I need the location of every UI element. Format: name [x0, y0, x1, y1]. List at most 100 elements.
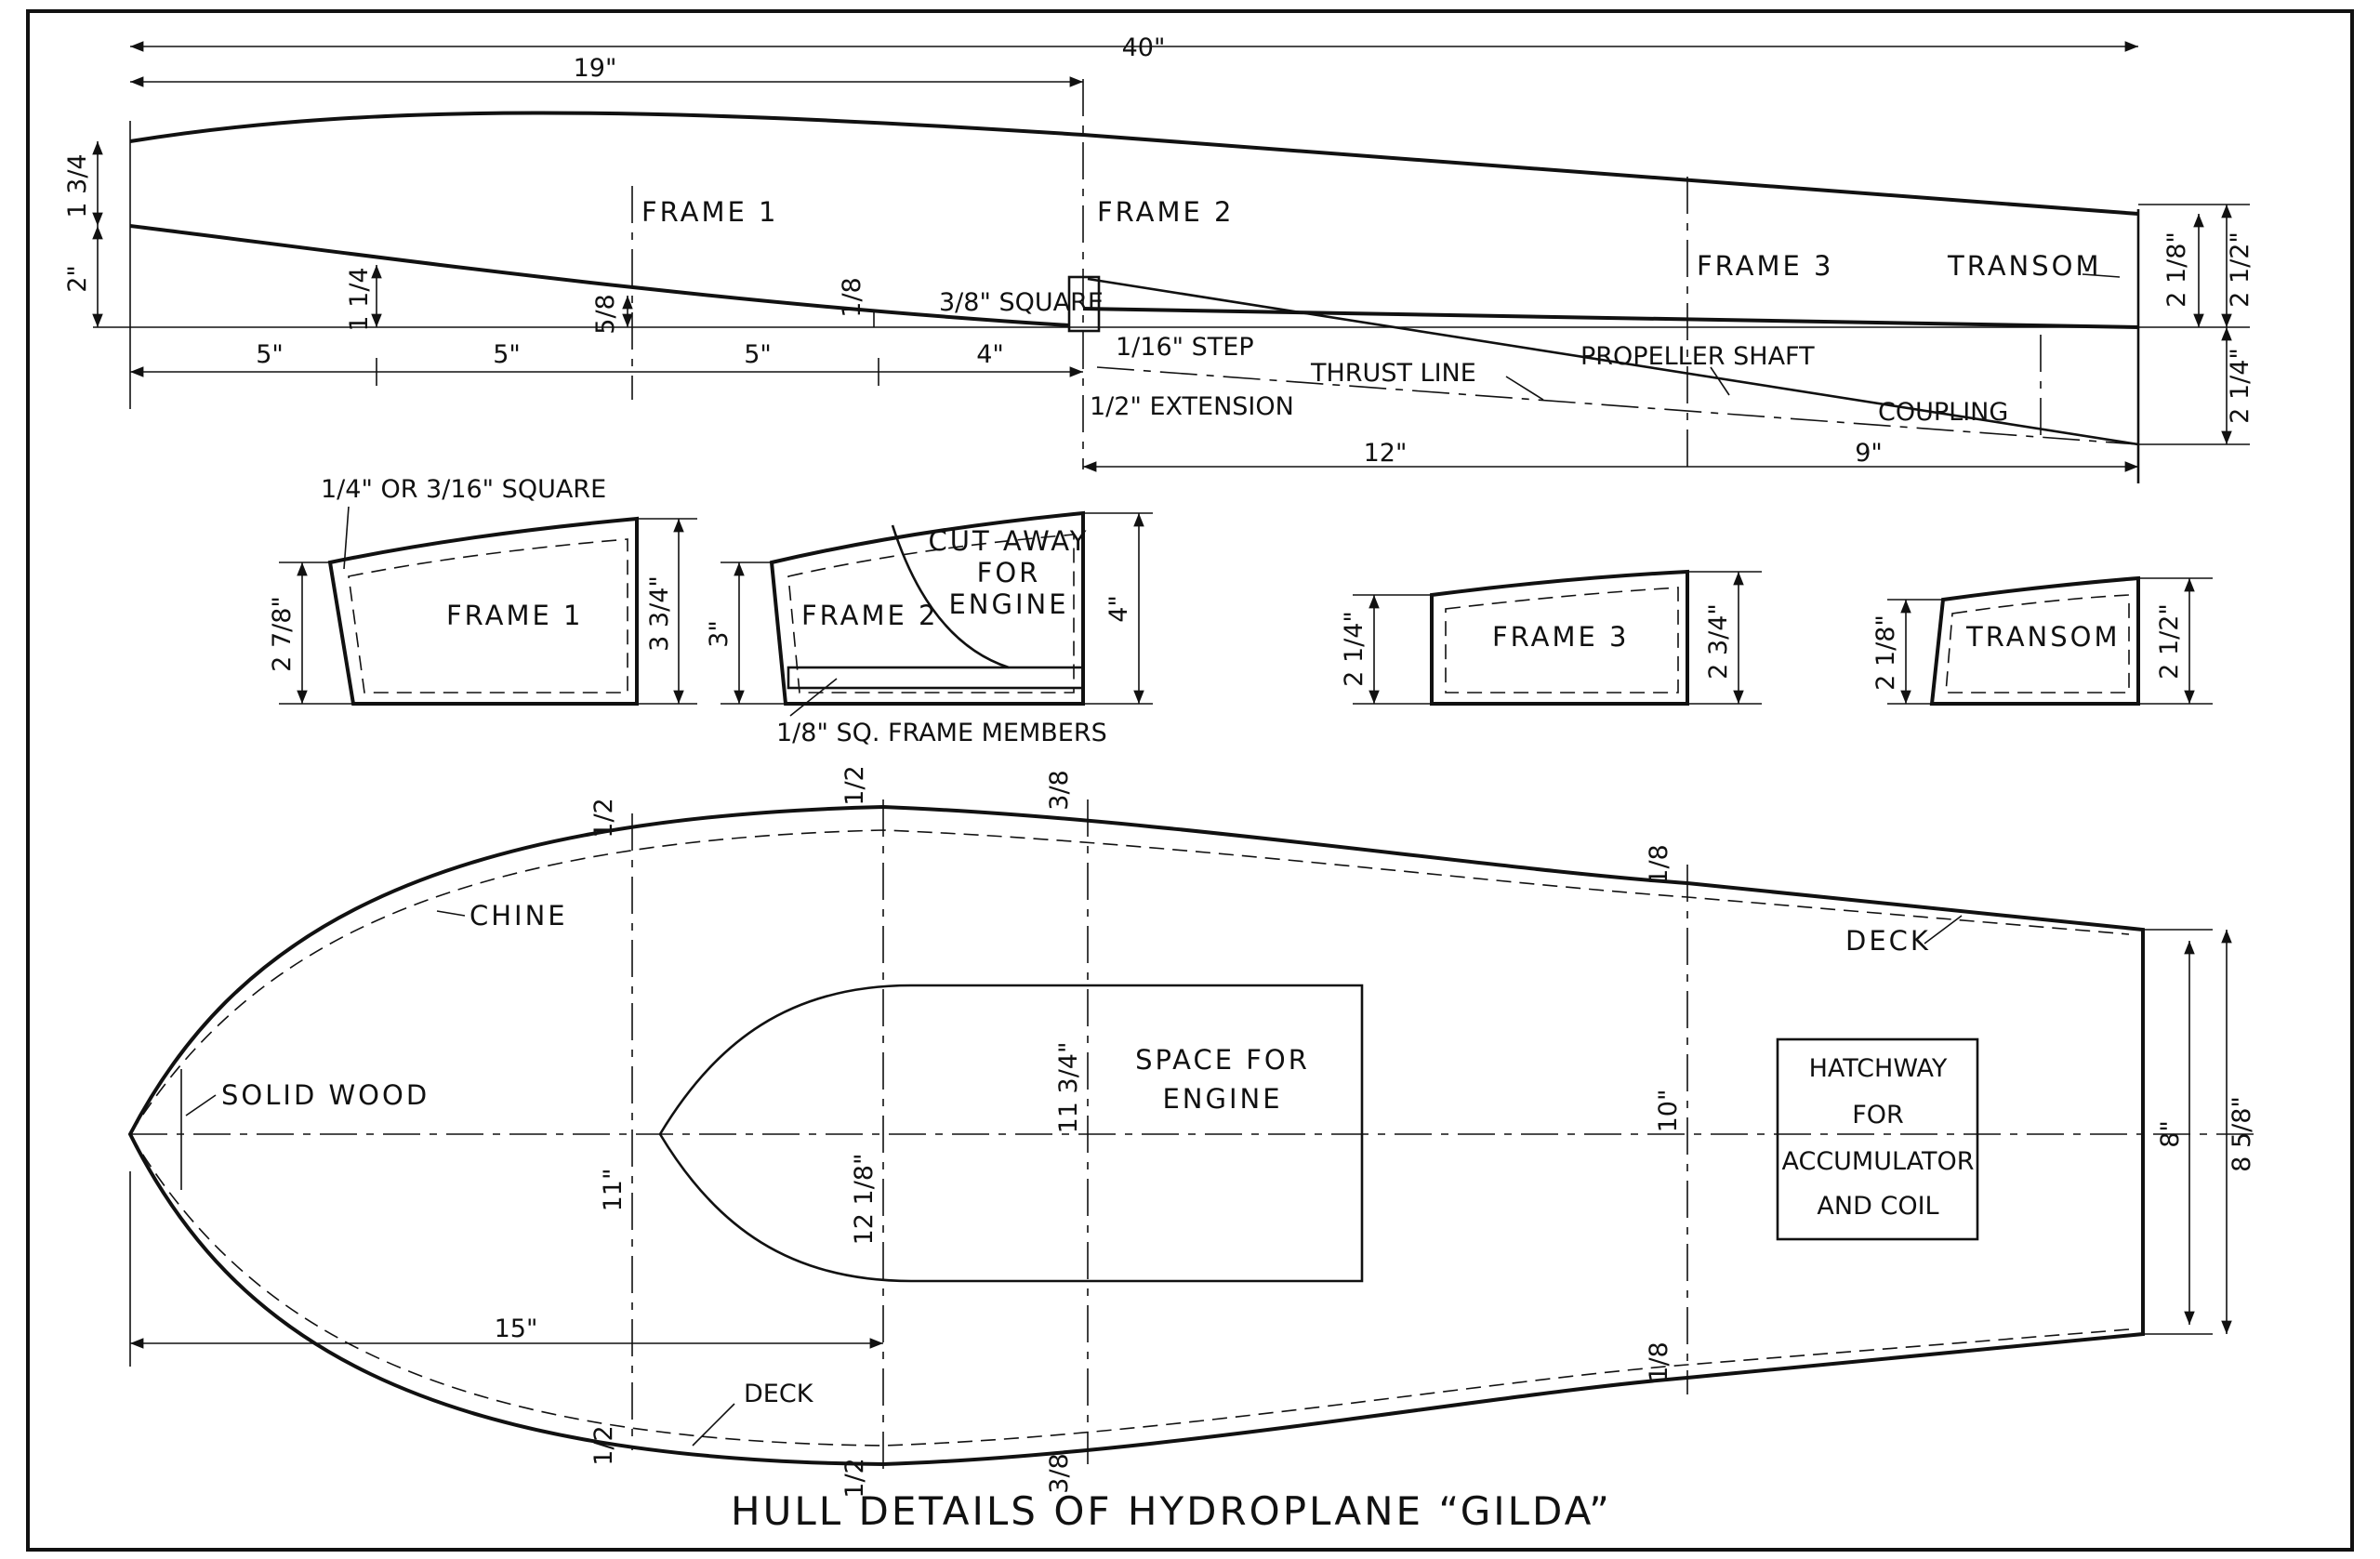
offset-1-2-a: 1/2	[589, 798, 618, 838]
frame2-cutaway	[891, 524, 1010, 669]
side-deck-line	[129, 111, 2139, 216]
frame1-outline	[327, 516, 639, 706]
engine-line2: ENGINE	[1162, 1083, 1282, 1115]
engine-space	[658, 984, 1364, 1283]
leader-square	[343, 506, 350, 570]
leader-members	[789, 678, 838, 717]
plan-dim-8: 8"	[2156, 1120, 2185, 1148]
plan-dim-11-3-4: 11 3/4"	[1054, 1042, 1083, 1134]
frame3-dim-left: 2 1/4"	[1340, 611, 1368, 687]
offset-3-8-b: 3/8	[1045, 1453, 1074, 1493]
cutaway-line2: FOR	[977, 557, 1041, 588]
dim-tr-2-1-4: 2 1/4"	[2226, 348, 2254, 424]
label-transom-side: TRANSOM	[1947, 250, 2101, 282]
hatch-line2: FOR	[1852, 1101, 1904, 1130]
plan-chine-outline	[129, 829, 2130, 1447]
dim-h-5-8: 5/8	[591, 294, 620, 334]
plan-dim-11: 11"	[599, 1169, 628, 1212]
dim-h-1-8: 1/8	[838, 277, 866, 317]
dim-bow-h1: 1 3/4	[63, 153, 92, 218]
dim-overall: 40"	[1122, 33, 1166, 62]
dim-tr-2-1-8: 2 1/8"	[2162, 231, 2191, 308]
offset-3-8-a: 3/8	[1045, 770, 1074, 810]
transom-inner	[1945, 594, 2130, 694]
plan-dim-15: 15"	[495, 1315, 538, 1343]
square-note: 1/4" OR 3/16" SQUARE	[321, 475, 606, 504]
side-bottom-aft	[1082, 307, 2139, 329]
transom-outline	[1929, 575, 2140, 706]
dim-seg2: 5"	[493, 340, 521, 369]
label-square-38: 3/8" SQUARE	[939, 288, 1104, 317]
plan-deck-outline	[127, 804, 2145, 1467]
transom-dim-right: 2 1/2"	[2155, 603, 2184, 680]
dim-tr-2-1-2: 2 1/2"	[2226, 231, 2254, 308]
frame1-inner	[348, 538, 628, 694]
label-chine: CHINE	[469, 900, 568, 931]
leader-shaft	[1710, 366, 1730, 396]
frame2-label: FRAME 2	[801, 600, 939, 631]
label-deck-bottom: DECK	[744, 1380, 814, 1408]
side-view: 40" 19" 1 3/4 2" 1 1/4 5/8 1/8 5" 5"	[63, 33, 2254, 483]
drawing-border	[26, 9, 2354, 1552]
offset-1-2-d: 1/2	[840, 1458, 869, 1498]
frame2-dim-right: 4"	[1104, 595, 1133, 623]
frame2-outline	[769, 510, 1085, 706]
plan-view: SPACE FOR ENGINE HATCHWAY FOR ACCUMULATO…	[127, 765, 2259, 1499]
leader-solid-wood	[185, 1094, 217, 1116]
frame3-inner	[1445, 587, 1679, 694]
dim-19: 19"	[574, 54, 617, 83]
drawing-title: HULL DETAILS OF HYDROPLANE “GILDA”	[731, 1488, 1612, 1534]
cutaway-line3: ENGINE	[948, 588, 1068, 620]
label-deck-top: DECK	[1845, 925, 1931, 957]
hatchway	[1776, 1037, 1979, 1241]
frame3-outline	[1430, 569, 1689, 706]
label-frame3-side: FRAME 3	[1697, 250, 1834, 282]
dim-aft2: 9"	[1855, 439, 1883, 468]
frame1-dim-right: 3 3/4"	[645, 575, 674, 652]
dim-h-1-1-4: 1 1/4	[345, 267, 374, 331]
label-coupling: COUPLING	[1878, 398, 2008, 427]
label-step: 1/16" STEP	[1116, 333, 1254, 362]
offset-1-8-b: 1/8	[1645, 1341, 1673, 1381]
hatch-line1: HATCHWAY	[1809, 1054, 1948, 1083]
plan-dim-8-5-8: 8 5/8"	[2228, 1096, 2256, 1172]
frame2-dim-left: 3"	[705, 620, 734, 648]
propeller-shaft-line	[1096, 366, 2139, 445]
label-frame1-side: FRAME 1	[641, 196, 779, 228]
dim-seg3: 5"	[744, 340, 772, 369]
step-block	[1067, 275, 1101, 333]
plan-dim-10: 10"	[1654, 1090, 1683, 1133]
offset-1-2-b: 1/2	[840, 765, 869, 805]
frame1-label: FRAME 1	[446, 600, 584, 631]
label-propeller-shaft: PROPELLER SHAFT	[1580, 342, 1815, 371]
plan-dim-12-1-8: 12 1/8"	[850, 1154, 879, 1246]
label-frame2-side: FRAME 2	[1097, 196, 1235, 228]
transom-dim-left: 2 1/8"	[1871, 614, 1900, 691]
leader-transom	[2082, 273, 2121, 278]
label-extension: 1/2" EXTENSION	[1090, 392, 1294, 421]
leader-thrust	[1505, 376, 1544, 401]
frame2-inner	[787, 534, 1075, 694]
side-bottom-line	[129, 224, 1070, 327]
leader-chine	[436, 910, 466, 917]
hatch-line4: AND COIL	[1817, 1192, 1938, 1221]
dim-aft1: 12"	[1364, 439, 1408, 468]
dim-seg4: 4"	[976, 340, 1004, 369]
leader-deck-top	[1924, 915, 1963, 945]
frame3-label: FRAME 3	[1492, 621, 1630, 653]
frame1-dim-left: 2 7/8"	[268, 596, 297, 672]
hatch-line3: ACCUMULATOR	[1781, 1147, 1974, 1176]
frame2-members	[787, 666, 1085, 690]
engine-line1: SPACE FOR	[1135, 1044, 1310, 1076]
frames-row: FRAME 1 2 7/8" 3 3/4" 1/4" OR 3/16" SQUA…	[268, 475, 2213, 747]
offset-1-2-c: 1/2	[589, 1425, 618, 1465]
thrust-line	[1087, 277, 2139, 446]
frame3-dim-right: 2 3/4"	[1704, 603, 1733, 680]
offset-1-8-a: 1/8	[1645, 844, 1673, 884]
dim-bow-h2: 2"	[63, 265, 92, 293]
transom-label: TRANSOM	[1965, 621, 2120, 653]
label-thrust-line: THRUST LINE	[1310, 359, 1476, 388]
dim-seg1: 5"	[256, 340, 284, 369]
label-solid-wood: SOLID WOOD	[221, 1079, 430, 1111]
